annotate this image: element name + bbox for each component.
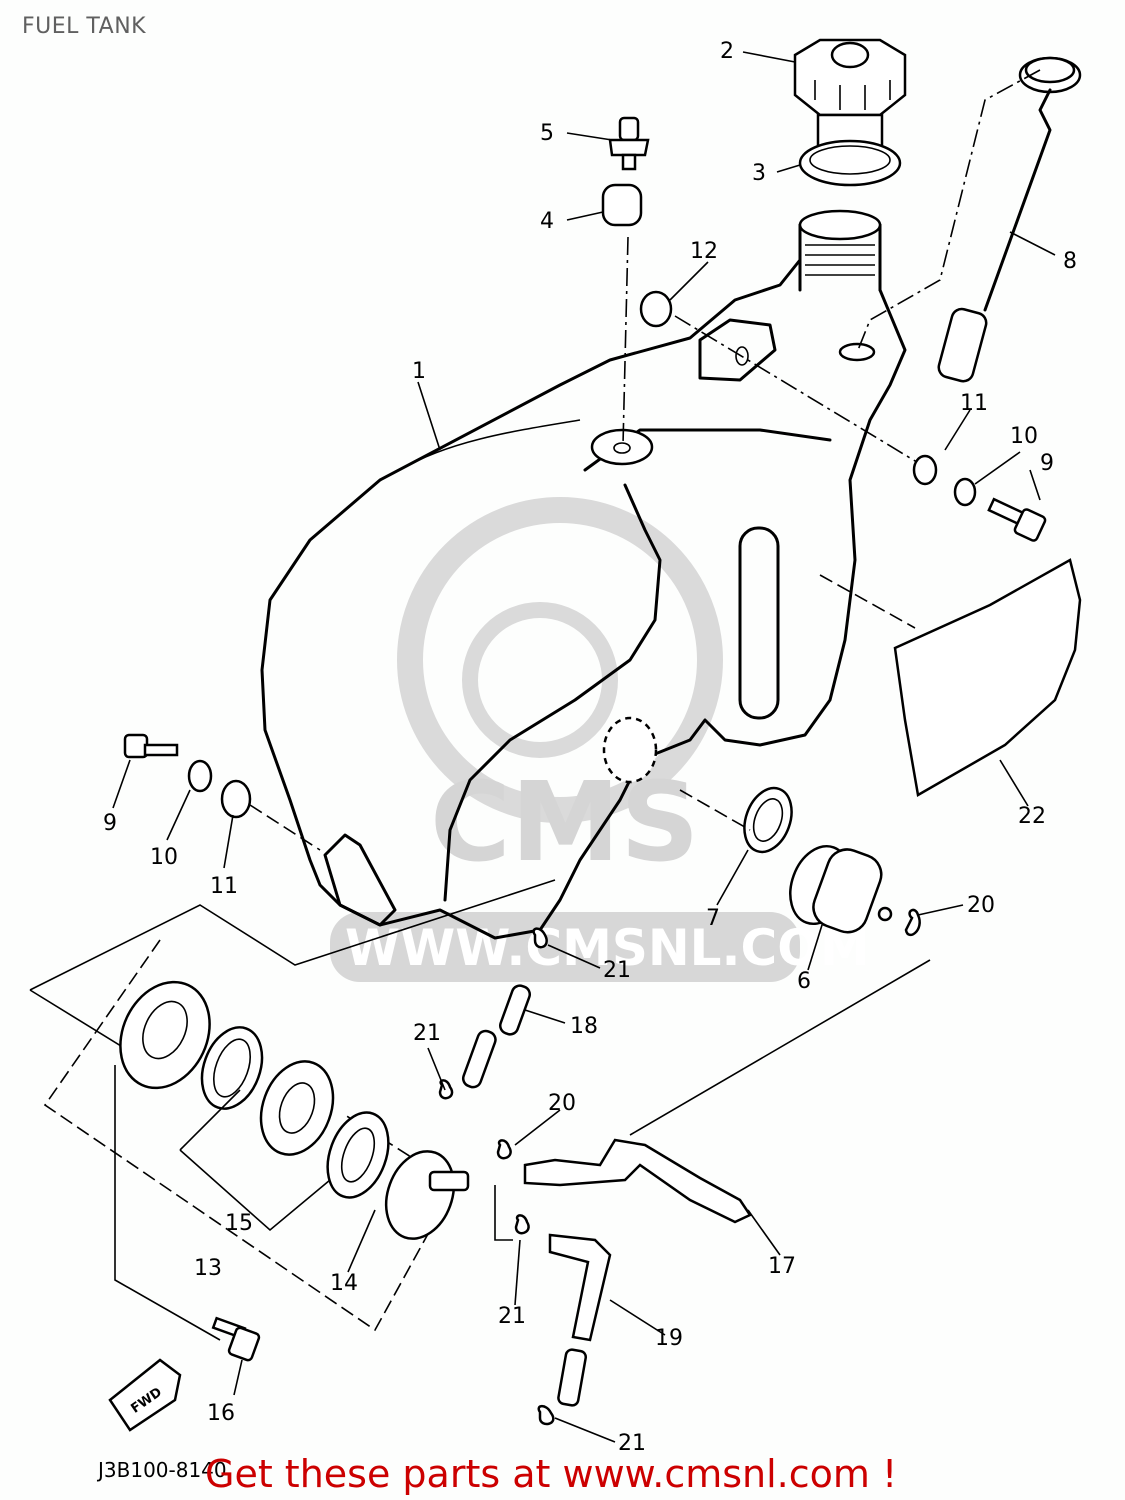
callout-11-left: 11 (210, 874, 238, 899)
fuel-cap (793, 38, 907, 162)
fuel-cock-group (29, 879, 556, 1341)
callout-15: 15 (225, 1211, 253, 1236)
side-cover (893, 558, 1082, 797)
callout-10-right: 10 (1010, 424, 1038, 449)
fuel-tank (260, 209, 907, 940)
watermark-logo-ring (397, 497, 723, 823)
callout-13: 13 (194, 1256, 222, 1281)
drain-cap (789, 844, 893, 934)
callout-19: 19 (655, 1326, 683, 1351)
clip-20-lower (496, 1139, 512, 1160)
callout-20-lower: 20 (548, 1091, 576, 1116)
grommet (601, 183, 643, 227)
watermark-url: WWW.CMSNL.COM (345, 919, 870, 977)
callout-1: 1 (412, 359, 426, 384)
fuel-gauge (937, 56, 1082, 383)
callout-22: 22 (1018, 804, 1046, 829)
breather-hose-19-end (557, 1348, 588, 1407)
callout-16: 16 (207, 1401, 235, 1426)
washer-left (187, 759, 213, 793)
callout-labels: 1 2 3 4 5 6 7 8 9 10 11 12 9 10 11 13 14… (103, 39, 1077, 1456)
page-title: FUEL TANK (22, 14, 147, 39)
fwd-arrow-icon: FWD (108, 1358, 182, 1432)
callout-8: 8 (1063, 249, 1077, 274)
callout-11-right: 11 (960, 391, 988, 416)
callout-9-left: 9 (103, 811, 117, 836)
pipe-18-lower (461, 1029, 497, 1089)
callout-6: 6 (797, 969, 811, 994)
clip-21-c (514, 1214, 530, 1235)
damper-top (639, 290, 673, 328)
bolt-16 (211, 1316, 261, 1362)
watermark: CMS WWW.CMSNL.COM (330, 497, 870, 982)
callout-5: 5 (540, 121, 554, 146)
callout-18: 18 (570, 1014, 598, 1039)
promo-link[interactable]: Get these parts at www.cmsnl.com ! (205, 1452, 898, 1496)
damper-left (220, 779, 252, 819)
callout-10-left: 10 (150, 845, 178, 870)
callout-4: 4 (540, 209, 554, 234)
clip-21-d (537, 1404, 555, 1426)
washer-right (953, 477, 977, 507)
callout-17: 17 (768, 1254, 796, 1279)
pipe-18-upper (498, 984, 532, 1036)
callout-21-d: 21 (618, 1431, 646, 1456)
callout-20-upper: 20 (967, 893, 995, 918)
fuel-hose-17 (523, 1138, 752, 1224)
cap-gasket-inner (809, 145, 891, 175)
callout-21-a: 21 (603, 958, 631, 983)
breather-valve (608, 116, 650, 171)
clip-21-a (532, 927, 548, 949)
bolt-right (987, 497, 1047, 542)
drain-gasket-inner (752, 798, 784, 842)
callout-12: 12 (690, 239, 718, 264)
damper-right (912, 454, 938, 486)
callout-14: 14 (330, 1271, 358, 1296)
drain-gasket (743, 786, 793, 854)
watermark-logo-text: CMS (430, 758, 699, 886)
watermark-banner (330, 912, 800, 982)
callout-7: 7 (706, 906, 720, 931)
breather-hose-19 (548, 1233, 612, 1342)
callout-9-right: 9 (1040, 451, 1054, 476)
cap-gasket (798, 139, 902, 187)
callout-2: 2 (720, 39, 734, 64)
callout-21-c: 21 (498, 1304, 526, 1329)
clip-20-upper (904, 908, 921, 937)
leader-lines (112, 51, 1056, 1443)
callout-3: 3 (752, 161, 766, 186)
bolt-left (123, 733, 179, 759)
watermark-logo-face (462, 602, 618, 758)
diagram-code: J3B100-8140 (98, 1458, 227, 1482)
callout-21-b: 21 (413, 1021, 441, 1046)
